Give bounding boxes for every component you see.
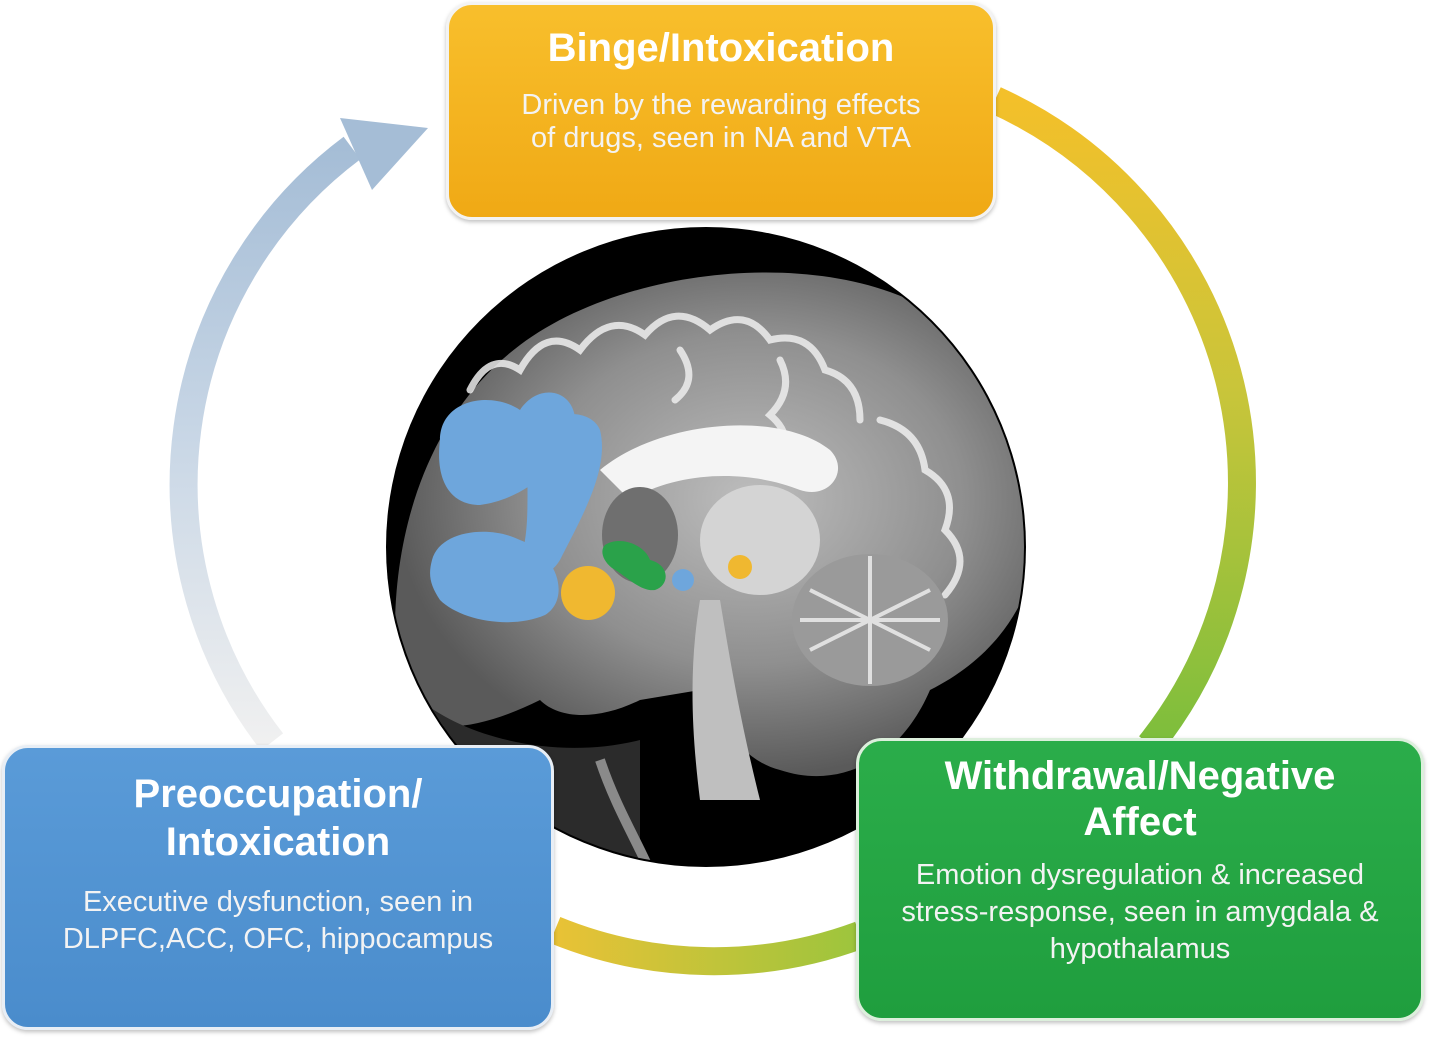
- arc-withdrawal-to-preoccupation: [549, 917, 865, 976]
- withdrawal-box: Withdrawal/Negative Affect Emotion dysre…: [856, 738, 1424, 1021]
- region-acc: [524, 413, 602, 574]
- cerebellum: [792, 554, 948, 686]
- region-ofc: [430, 531, 559, 623]
- withdrawal-title-line2: Affect: [1083, 800, 1197, 844]
- preoccupation-box: Preoccupation/ Intoxication Executive dy…: [2, 745, 554, 1030]
- preoccupation-description: Executive dysfunction, seen in DLPFC,ACC…: [62, 886, 494, 955]
- region-hippocampus: [672, 569, 694, 591]
- region-vta: [728, 555, 752, 579]
- region-na: [561, 566, 615, 620]
- binge-intoxication-box: Binge/Intoxication Driven by the rewardi…: [446, 2, 996, 220]
- withdrawal-title-line1: Withdrawal/Negative: [944, 754, 1336, 798]
- arc-binge-to-withdrawal: [989, 87, 1256, 754]
- binge-title: Binge/Intoxication: [547, 26, 895, 70]
- amygdala-region: [602, 540, 666, 591]
- arrowhead: [340, 118, 428, 190]
- withdrawal-description: Emotion dysregulation & increased stress…: [901, 859, 1379, 965]
- preoccupation-title-line1: Preoccupation/: [133, 772, 423, 816]
- arc-preoccupation-to-binge: [169, 136, 361, 751]
- preoccupation-title-line2: Intoxication: [165, 820, 391, 864]
- prefrontal-regions: [430, 392, 694, 623]
- reward-regions: [561, 555, 752, 620]
- binge-description: Driven by the rewarding effects of drugs…: [521, 89, 921, 154]
